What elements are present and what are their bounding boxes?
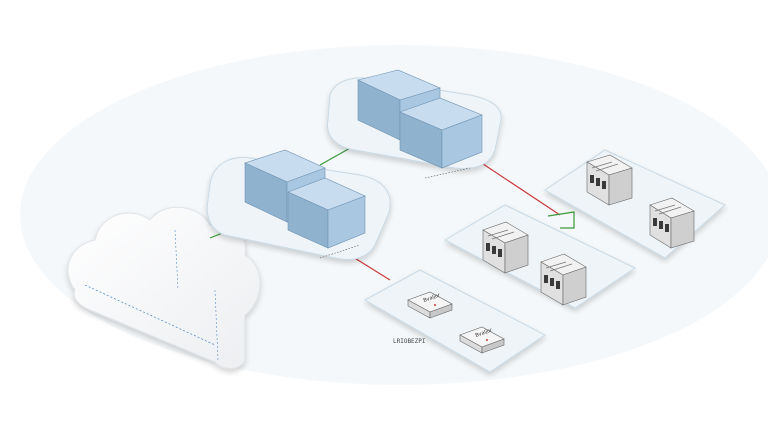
appliance-label: Bvaljor [475, 327, 494, 339]
appliance-icon: Bvaljor [407, 291, 453, 319]
appliance-icon: Bvaljor [459, 326, 505, 354]
platform-caption: LRIOBEZPI [393, 338, 426, 345]
link-servers-right [547, 211, 575, 229]
server-icon [540, 253, 587, 306]
core-block-2 [399, 97, 483, 169]
appliance-label: Bvaljor [423, 292, 442, 304]
server-icon [482, 221, 529, 274]
core-block-4 [287, 177, 366, 249]
server-icon [649, 197, 695, 249]
server-icon [586, 154, 633, 206]
